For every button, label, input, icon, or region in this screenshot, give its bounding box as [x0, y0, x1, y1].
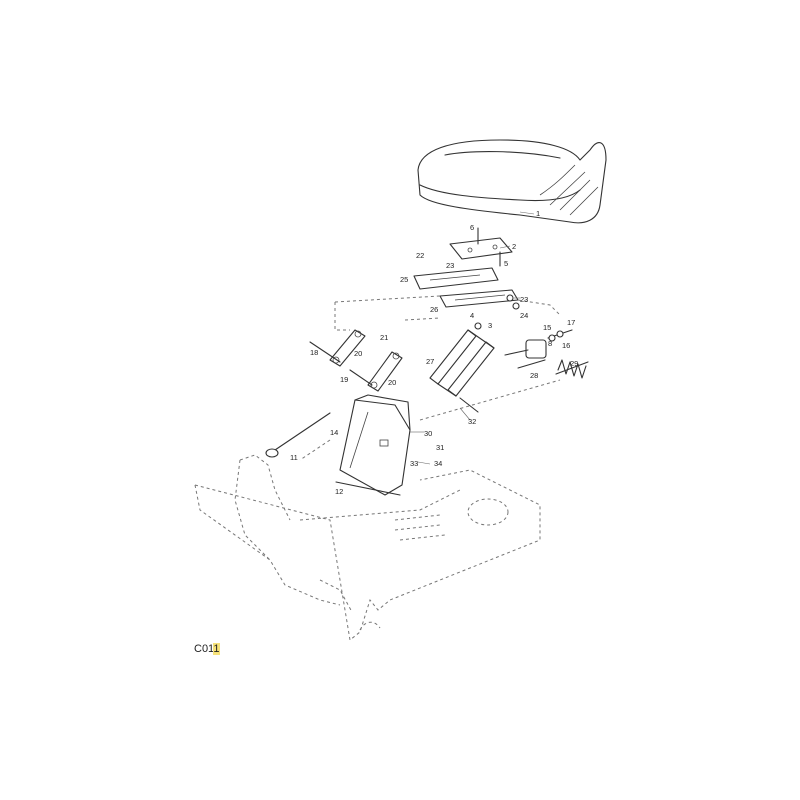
callout-27: 27: [426, 357, 434, 366]
callout-28: 28: [530, 371, 538, 380]
callout-29: 29: [570, 359, 578, 368]
callout-21: 21: [380, 333, 388, 342]
callout-8: 8: [548, 339, 552, 348]
figure-code: C011: [194, 643, 220, 655]
callout-32: 32: [468, 417, 476, 426]
figure-code-prefix: C01: [194, 643, 214, 655]
callout-23a: 23: [446, 261, 454, 270]
callout-23b: 23: [520, 295, 528, 304]
callout-20a: 20: [354, 349, 362, 358]
callout-26: 26: [430, 305, 438, 314]
slide-rail-lower[interactable]: [439, 289, 520, 310]
callout-33: 33: [410, 459, 418, 468]
link-arm-left[interactable]: [309, 329, 366, 367]
callout-11: 11: [290, 453, 298, 462]
callout-25: 25: [400, 275, 408, 284]
spring[interactable]: [555, 359, 589, 379]
seat[interactable]: [417, 139, 607, 224]
callout-24: 24: [520, 311, 528, 320]
spring-assembly[interactable]: [504, 329, 573, 369]
callout-4: 4: [470, 311, 474, 320]
callout-15: 15: [543, 323, 551, 332]
chassis-frame: [194, 454, 541, 641]
pivot-frame[interactable]: [429, 322, 495, 413]
callout-18: 18: [310, 348, 318, 357]
leaders: [410, 211, 535, 465]
callout-16: 16: [562, 341, 570, 350]
callout-17: 17: [567, 318, 575, 327]
callout-19: 19: [340, 375, 348, 384]
link-arm-right[interactable]: [349, 351, 403, 392]
callout-31: 31: [436, 443, 444, 452]
seat-plate[interactable]: [449, 227, 513, 267]
callout-5: 5: [504, 259, 508, 268]
callout-34: 34: [434, 459, 442, 468]
callout-1: 1: [536, 209, 540, 218]
assembly-lines: [299, 295, 561, 461]
seat-pedestal[interactable]: [335, 394, 411, 496]
callout-labels: 1 2 3 4 5 6 8 11 12 14 15 16 17 18 19 20…: [290, 209, 578, 496]
slide-rail-upper[interactable]: [413, 267, 499, 290]
callout-14: 14: [330, 428, 338, 437]
callout-20b: 20: [388, 378, 396, 387]
figure-code-highlight: 1: [213, 643, 220, 655]
callout-22: 22: [416, 251, 424, 260]
callout-3: 3: [488, 321, 492, 330]
callout-30: 30: [424, 429, 432, 438]
callout-6: 6: [470, 223, 474, 232]
callout-12: 12: [335, 487, 343, 496]
bolt[interactable]: [265, 412, 331, 458]
callout-2: 2: [512, 242, 516, 251]
